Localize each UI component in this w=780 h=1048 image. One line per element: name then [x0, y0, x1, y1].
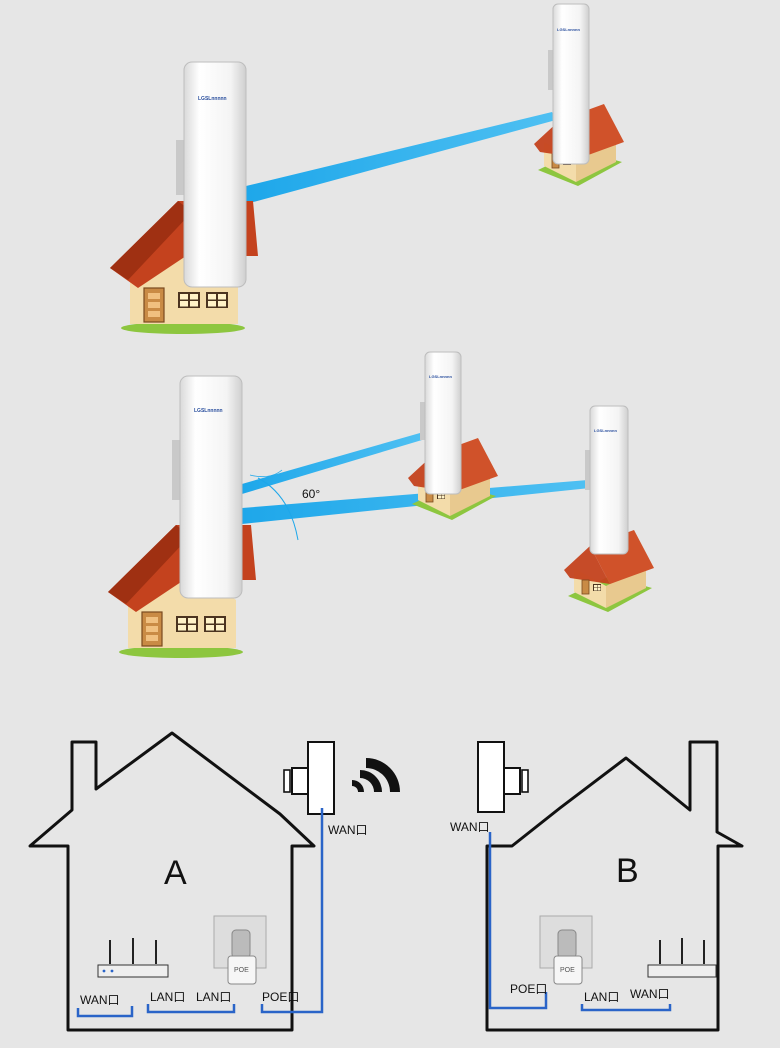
- house-a-router-icon: [97, 938, 169, 978]
- house-a-wan-cable: [76, 1006, 134, 1018]
- house-b-router-icon: [647, 938, 717, 978]
- outdoor-cpe-large-icon: LGSLnnnnn: [176, 61, 247, 288]
- poe-device-label: POE: [234, 967, 249, 974]
- house-b-outline: [485, 740, 744, 1032]
- brand-label-small: LGSLnnnnn: [557, 27, 580, 32]
- bottom-scene: [28, 731, 744, 1032]
- house-b-letter: B: [616, 852, 639, 890]
- house-a-outline: [28, 731, 316, 1032]
- cables: [76, 808, 672, 1018]
- middle-scene: 60° LGSLnnnnn LGSLnnnnn LGSLnnnnn: [107, 351, 655, 659]
- poe-device-label: POE: [560, 967, 575, 974]
- house-a-poe-adapter-icon: POE: [213, 915, 267, 985]
- brand-label-small: LGSLnnnnn: [594, 428, 617, 433]
- wifi-signal-icon: [352, 758, 400, 792]
- house-a-poe-out-label: POE口: [262, 990, 299, 1004]
- outdoor-cpe-large-icon: LGSLnnnnn: [172, 375, 243, 599]
- house-a-router-lan-label: LAN口: [150, 990, 185, 1004]
- wireless-beam-1: [242, 433, 422, 494]
- house-a-router-wan-label: WAN口: [80, 993, 120, 1007]
- house-b-poe-out-label: POE口: [510, 982, 547, 996]
- outdoor-cpe-small-icon: LGSLnnnnn: [548, 3, 590, 165]
- house-a-letter: A: [164, 854, 187, 892]
- top-scene: LGSLnnnnn LGSLnnnnn: [109, 3, 625, 335]
- angle-arc: [257, 477, 299, 541]
- house-b-poe-lan-label: LAN口: [584, 990, 619, 1004]
- wireless-beam: [246, 112, 556, 204]
- house-a-lan-cable: [146, 1004, 236, 1014]
- house-a-cpe-icon: [283, 741, 335, 815]
- outdoor-cpe-small-icon: LGSLnnnnn: [585, 405, 629, 555]
- house-b-cpe-icon: [477, 741, 529, 813]
- house-b-poe-cable: [488, 832, 548, 1010]
- wireless-beam-2: [242, 480, 590, 524]
- house-a-poe-cable: [260, 808, 324, 1014]
- brand-label: LGSLnnnnn: [194, 408, 223, 414]
- outdoor-cpe-small-icon: LGSLnnnnn: [420, 351, 462, 495]
- house-b-cpe-wan-label: WAN口: [450, 820, 490, 834]
- angle-label: 60°: [302, 487, 320, 501]
- house-b-poe-adapter-icon: POE: [539, 915, 593, 985]
- house-b-router-wan-label: WAN口: [630, 987, 670, 1001]
- brand-label-small: LGSLnnnnn: [429, 374, 452, 379]
- brand-label: LGSLnnnnn: [198, 96, 227, 102]
- house-a-cpe-wan-label: WAN口: [328, 823, 368, 837]
- house-b-lan-cable: [580, 1004, 672, 1012]
- house-a-poe-lan-label: LAN口: [196, 990, 231, 1004]
